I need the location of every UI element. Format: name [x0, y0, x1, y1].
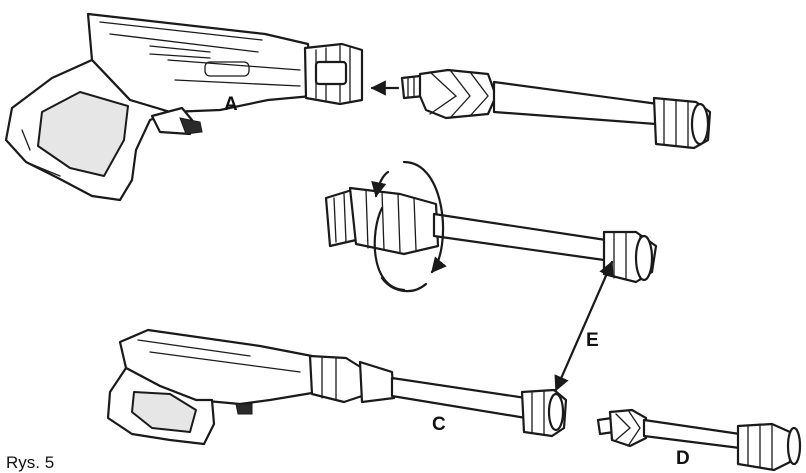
- spray-gun-top: [4, 12, 712, 202]
- label-e: E: [586, 330, 599, 351]
- label-d: D: [676, 448, 690, 469]
- figure-caption: Rys. 5: [6, 453, 54, 472]
- assembled-gun-bottom: [106, 328, 568, 446]
- rotating-lance: [324, 160, 658, 293]
- nozzle-lance-d: [596, 408, 802, 472]
- label-c: C: [432, 414, 446, 435]
- label-a: A: [224, 94, 238, 115]
